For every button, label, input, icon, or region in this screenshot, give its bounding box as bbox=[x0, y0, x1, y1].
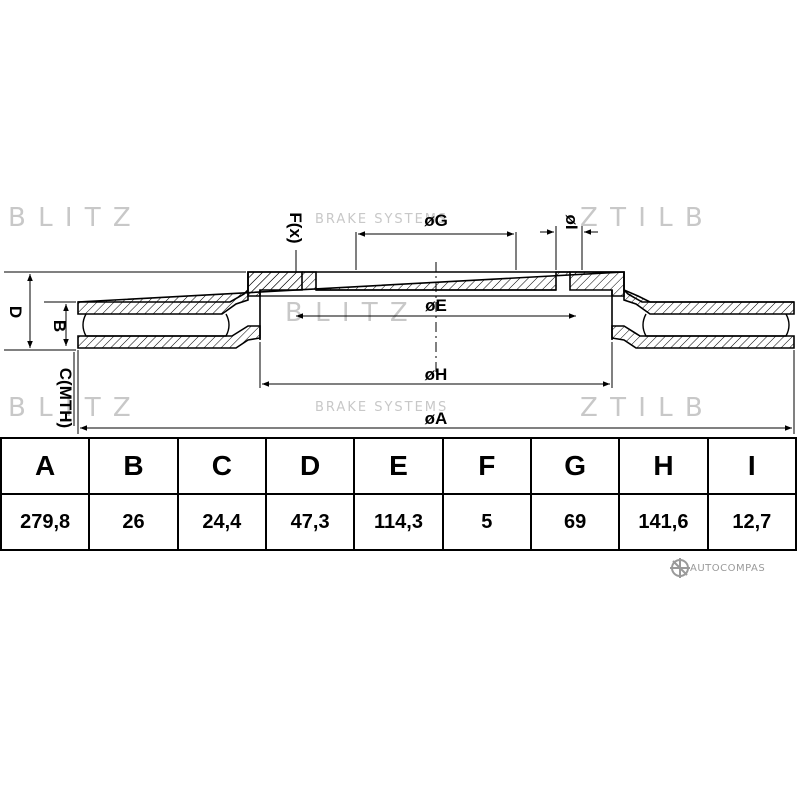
spec-header-D: D bbox=[264, 437, 356, 495]
label-dim-D: D bbox=[6, 306, 25, 318]
disc-body bbox=[77, 271, 795, 349]
brake-disc-cross-section-drawing: øA øH øE øG øI D B C(MTH) F(x) bbox=[4, 211, 795, 434]
spec-header-H: H bbox=[618, 437, 709, 495]
spec-value-D: 47,3 bbox=[264, 493, 356, 551]
spec-header-B: B bbox=[88, 437, 179, 495]
watermark-tagline-top: BRAKE SYSTEMS bbox=[315, 212, 449, 227]
spec-value-H: 141,6 bbox=[618, 493, 709, 551]
spec-value-G: 69 bbox=[529, 493, 621, 551]
label-dim-I: øI bbox=[562, 214, 581, 229]
spec-header-E: E bbox=[353, 437, 444, 495]
watermark-blitz-right-top: Z T I L B bbox=[580, 203, 705, 233]
dimension-lines bbox=[4, 226, 795, 434]
spec-header-F: F bbox=[441, 437, 532, 495]
label-dim-E: øE bbox=[425, 296, 447, 315]
label-dim-H: øH bbox=[425, 365, 448, 384]
spec-header-G: G bbox=[529, 437, 621, 495]
spec-header-I: I bbox=[706, 437, 797, 495]
spec-header-A: A bbox=[0, 437, 91, 495]
label-dim-B: B bbox=[50, 320, 69, 332]
watermark-tagline-bottom: BRAKE SYSTEMS bbox=[315, 400, 449, 415]
watermark-blitz-left-top: B L I T Z bbox=[8, 203, 133, 233]
spec-value-F: 5 bbox=[441, 493, 532, 551]
watermark-blitz-right-bottom: Z T I L B bbox=[580, 393, 705, 423]
label-dim-F: F(x) bbox=[286, 212, 305, 243]
label-dim-C: C(MTH) bbox=[56, 368, 75, 428]
watermark-blitz-mid: B L I T Z bbox=[285, 298, 410, 328]
label-dim-A: øA bbox=[425, 409, 448, 428]
dimension-spec-table: A B C D E F G H I 279,8 26 24,4 47,3 114… bbox=[0, 437, 797, 551]
spec-value-row: 279,8 26 24,4 47,3 114,3 5 69 141,6 12,7 bbox=[0, 493, 797, 551]
spec-header-row: A B C D E F G H I bbox=[0, 437, 797, 495]
spec-value-C: 24,4 bbox=[176, 493, 267, 551]
label-dim-G: øG bbox=[424, 211, 448, 230]
watermark-blitz-left-bottom: B L I T Z bbox=[8, 393, 133, 423]
autocompas-logo-text: AUTOCOMPAS bbox=[690, 563, 766, 574]
spec-value-E: 114,3 bbox=[353, 493, 444, 551]
spec-header-C: C bbox=[176, 437, 267, 495]
autocompas-logo-icon bbox=[670, 558, 690, 578]
spec-value-B: 26 bbox=[88, 493, 179, 551]
spec-value-I: 12,7 bbox=[706, 493, 797, 551]
spec-value-A: 279,8 bbox=[0, 493, 91, 551]
